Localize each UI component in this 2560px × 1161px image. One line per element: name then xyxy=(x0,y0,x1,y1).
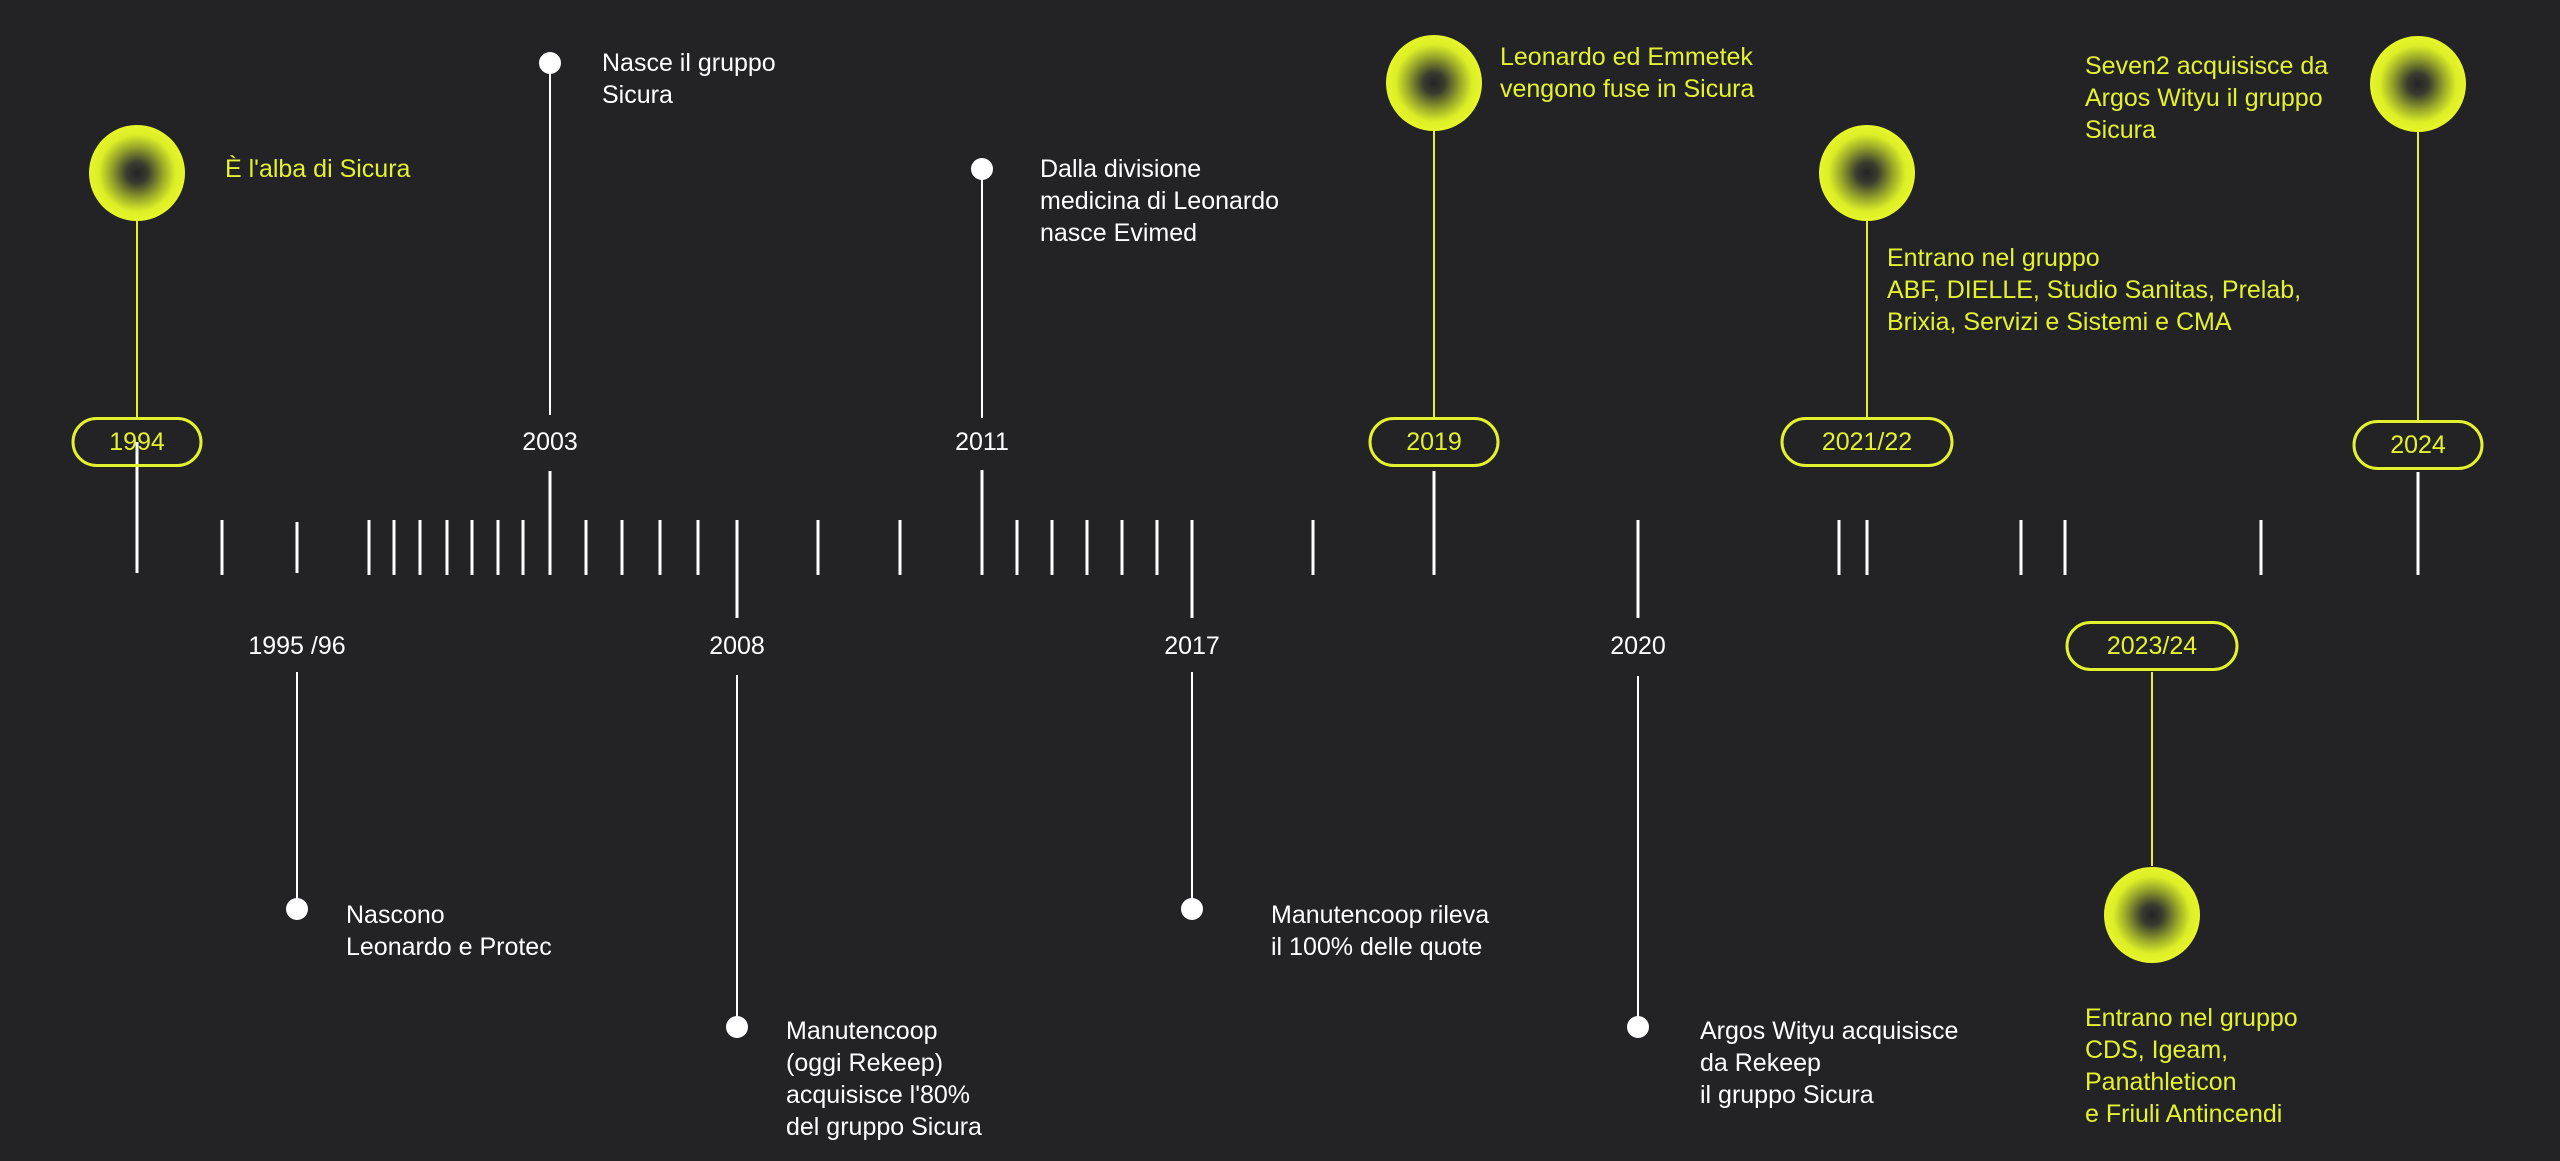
glow-orb-marker xyxy=(1819,125,1915,221)
event-text-line: ABF, DIELLE, Studio Sanitas, Prelab, xyxy=(1887,276,2301,304)
year-label: 2003 xyxy=(522,428,578,456)
glow-orb-marker xyxy=(1386,35,1482,131)
dot-marker xyxy=(1627,1016,1649,1038)
event-text-line: il gruppo Sicura xyxy=(1700,1081,1874,1109)
dot-marker xyxy=(971,158,993,180)
year-label: 2019 xyxy=(1406,428,1462,456)
year-label: 2008 xyxy=(709,632,765,660)
year-pill xyxy=(2352,420,2484,470)
event-text-line: Seven2 acquisisce da xyxy=(2085,52,2328,80)
event-text-line: Panathleticon xyxy=(2085,1068,2237,1096)
event-text-line: Dalla divisione xyxy=(1040,155,1201,183)
event-text-line: acquisisce l'80% xyxy=(786,1081,970,1109)
event-text-line: il 100% delle quote xyxy=(1271,933,1482,961)
timeline-event-2024: 2024 Seven2 acquisisce da Argos Wityu il g… xyxy=(2085,36,2484,575)
timeline-event-2011: 2011 Dalla divisione medicina di Leonardo n… xyxy=(955,155,1279,575)
event-text-line: È l'alba di Sicura xyxy=(225,154,411,183)
year-label: 2017 xyxy=(1164,632,1220,660)
event-description: Manutencoop (oggi Rekeep) acquisisce l'80%… xyxy=(786,1017,982,1141)
year-pill xyxy=(71,417,203,467)
dot-marker xyxy=(726,1016,748,1038)
event-text-line: Manutencoop xyxy=(786,1017,938,1045)
event-text-line: Leonardo e Protec xyxy=(346,933,552,961)
event-text-line: Leonardo ed Emmetek xyxy=(1500,43,1753,71)
tick-marks xyxy=(220,520,2263,575)
event-text-line: (oggi Rekeep) xyxy=(786,1049,943,1077)
dot-marker xyxy=(1181,898,1203,920)
event-description: Leonardo ed Emmetek vengono fuse in Sicur… xyxy=(1500,43,1754,103)
glow-orb-marker xyxy=(2104,867,2200,963)
event-description: Manutencoop rileva il 100% delle quote xyxy=(1271,901,1489,961)
year-pill xyxy=(1780,417,1954,467)
event-text-line: CDS, Igeam, xyxy=(2085,1036,2228,1064)
event-text-line: Nascono xyxy=(346,901,445,929)
event-text-line: Argos Wityu il gruppo xyxy=(2085,84,2323,112)
year-label: 2023/24 xyxy=(2107,632,2197,660)
event-text-line: del gruppo Sicura xyxy=(786,1113,982,1141)
event-description: Dalla divisione medicina di Leonardo nasce… xyxy=(1040,155,1279,247)
dot-marker xyxy=(539,52,561,74)
year-label: 2011 xyxy=(955,428,1009,456)
event-text-line: Brixia, Servizi e Sistemi e CMA xyxy=(1887,308,2232,336)
event-text-line: nasce Evimed xyxy=(1040,219,1197,247)
year-label: 2021/22 xyxy=(1822,428,1912,456)
timeline-event-1994: 1994 È l'alba di Sicura xyxy=(71,125,411,573)
year-label: 1994 xyxy=(109,428,165,456)
event-text-line: Nasce il gruppo xyxy=(602,49,776,77)
year-label: 2020 xyxy=(1610,632,1666,660)
year-pill xyxy=(1368,417,1500,467)
event-description: Argos Wityu acquisisce da Rekeep il gruppo… xyxy=(1700,1017,1958,1109)
timeline-event-2019: 2019 Leonardo ed Emmetek vengono fuse in S… xyxy=(1368,35,1754,575)
event-text-line: Entrano nel gruppo xyxy=(1887,244,2100,272)
event-text-line: Sicura xyxy=(2085,116,2156,144)
year-label: 1995 /96 xyxy=(248,632,345,660)
year-pill xyxy=(2065,621,2239,671)
glow-orb-marker xyxy=(2370,36,2466,132)
glow-orb-marker xyxy=(89,125,185,221)
event-description: È l'alba di Sicura xyxy=(225,154,411,183)
event-text-line: e Friuli Antincendi xyxy=(2085,1100,2282,1128)
dot-marker xyxy=(286,898,308,920)
event-text-line: Argos Wityu acquisisce xyxy=(1700,1017,1958,1045)
event-text-line: Manutencoop rileva xyxy=(1271,901,1489,929)
event-description: Seven2 acquisisce da Argos Wityu il grupp… xyxy=(2085,52,2328,144)
event-text-line: medicina di Leonardo xyxy=(1040,187,1279,215)
event-text-line: da Rekeep xyxy=(1700,1049,1821,1077)
event-text-line: Sicura xyxy=(602,81,673,109)
year-label: 2024 xyxy=(2390,431,2446,459)
event-text-line: vengono fuse in Sicura xyxy=(1500,75,1754,103)
event-text-line: Entrano nel gruppo xyxy=(2085,1004,2298,1032)
